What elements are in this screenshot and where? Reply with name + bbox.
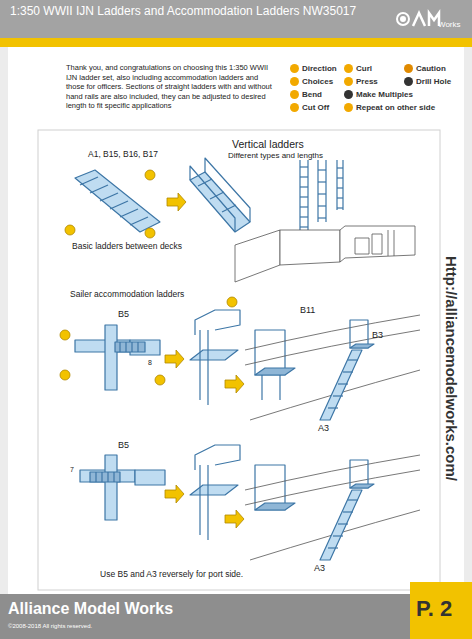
- legend-text: Repeat on other side: [356, 102, 435, 113]
- page-box: P. 2: [410, 582, 472, 639]
- section-heading: Sailer accommodation ladders: [70, 289, 184, 299]
- legend-text: Direction: [302, 63, 337, 74]
- legend-text: Press: [356, 76, 378, 87]
- legend-icon: [404, 77, 413, 86]
- note-text: Use B5 and A3 reversely for port side.: [100, 569, 243, 579]
- node-heading: P. 2: [416, 596, 452, 622]
- legend-icon: [344, 103, 353, 112]
- legend-text: Caution: [416, 63, 446, 74]
- node-heading: Alliance Model Works: [8, 600, 173, 618]
- part-number: B5: [118, 440, 129, 450]
- legend-icon: [344, 77, 353, 86]
- footer-band: Alliance Model Works ©2008-2018 All right…: [0, 594, 410, 639]
- legend-text: Bend: [302, 89, 322, 100]
- part-numbers: A1, B15, B16, B17: [88, 149, 158, 159]
- legend-icon: [404, 64, 413, 73]
- legend-text: Curl: [356, 63, 372, 74]
- section-heading: Vertical ladders: [232, 138, 304, 150]
- section-heading: Basic ladders between decks: [72, 241, 182, 251]
- part-number: A3: [314, 563, 325, 573]
- legend-text: Choices: [302, 76, 333, 87]
- legend-text: Cut Off: [302, 102, 329, 113]
- legend-text: Make Multiples: [356, 89, 413, 100]
- legend-icon: [290, 64, 299, 73]
- legend-text: Drill Hole: [416, 76, 451, 87]
- website-url: Http://alliancemodelworks.com/: [443, 214, 460, 524]
- legend-icon: [290, 77, 299, 86]
- legend-icon: [344, 90, 353, 99]
- part-number: A3: [318, 423, 329, 433]
- page-title: 1:350 WWII IJN Ladders and Accommodation…: [10, 4, 370, 19]
- legend-icon: [290, 103, 299, 112]
- legend-icon: [290, 90, 299, 99]
- part-number: B5: [118, 309, 129, 319]
- section-note: Different types and lengths: [228, 151, 323, 160]
- legend-icon: [344, 64, 353, 73]
- callout-number: 7: [70, 466, 74, 473]
- part-number: B11: [300, 305, 315, 315]
- intro-text: Thank you, and congratulations on choosi…: [66, 63, 278, 111]
- logo-text: Works: [438, 20, 461, 29]
- node-text: ©2008-2018 All rights reserved.: [8, 623, 92, 629]
- part-number: B3: [372, 330, 383, 340]
- callout-number: 8: [148, 359, 152, 366]
